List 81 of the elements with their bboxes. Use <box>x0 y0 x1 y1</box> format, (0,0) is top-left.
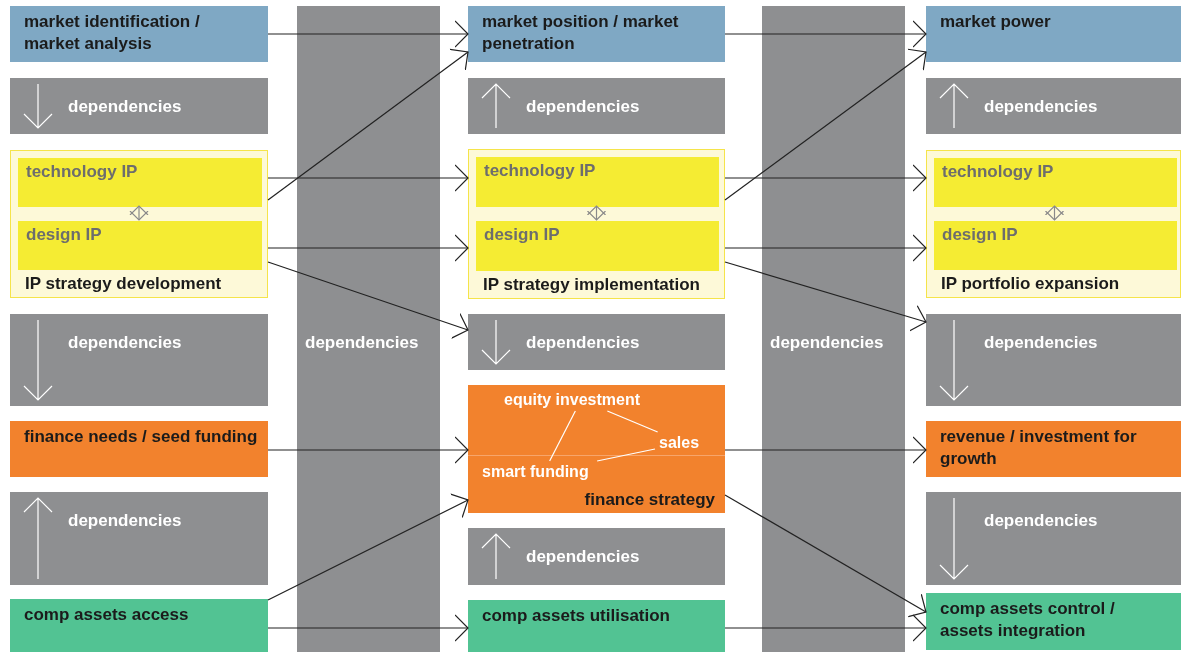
double-arrow <box>129 205 149 221</box>
node-text: equity investment <box>504 390 641 410</box>
node-text: IP strategy implementation <box>483 274 700 296</box>
node-text: IP strategy development <box>25 273 222 295</box>
node-text: smart funding <box>482 462 589 482</box>
arrow <box>267 493 469 601</box>
node-text: dependencies <box>526 332 640 354</box>
arrow <box>724 614 927 642</box>
node-text: technology IP <box>26 161 138 183</box>
ip-box <box>476 157 719 207</box>
dependency-box <box>926 314 1181 406</box>
ip-box <box>934 221 1177 270</box>
double-arrow <box>1044 205 1065 221</box>
node-text: comp assets utilisation <box>482 605 671 627</box>
ip-box <box>18 158 262 207</box>
node-text: comp assets control / assets integration <box>940 598 1116 642</box>
node-text: market power <box>940 11 1052 33</box>
connector-line <box>596 448 656 462</box>
arrow <box>724 494 927 618</box>
assets-box <box>468 600 725 652</box>
node-text: revenue / investment for growth <box>940 426 1138 470</box>
node-text: design IP <box>26 224 102 246</box>
ip-box <box>18 221 262 270</box>
node-text: IP portfolio expansion <box>941 273 1120 295</box>
node-text: technology IP <box>484 160 596 182</box>
node-text: dependencies <box>526 96 640 118</box>
connector-line <box>549 410 576 462</box>
dependency-box <box>10 314 268 406</box>
arrow <box>724 261 927 332</box>
dependency-box <box>926 78 1181 134</box>
arrow <box>267 48 469 201</box>
arrow <box>267 261 469 339</box>
node-text: dependencies <box>984 332 1098 354</box>
arrow <box>724 20 927 48</box>
arrow <box>267 614 469 642</box>
dependency-box <box>926 492 1181 585</box>
node-text: dependencies <box>526 546 640 568</box>
market-box <box>926 6 1181 62</box>
arrow <box>724 234 927 262</box>
node-text: finance strategy <box>584 489 715 511</box>
node-text: design IP <box>484 224 560 246</box>
dependency-box <box>468 314 725 370</box>
assets-box <box>10 599 268 652</box>
connector-line <box>606 410 659 433</box>
node-text: design IP <box>942 224 1018 246</box>
node-text: dependencies <box>68 332 182 354</box>
node-text: technology IP <box>942 161 1054 183</box>
ip-strategy-panel <box>10 150 268 298</box>
ip-strategy-panel <box>468 149 725 299</box>
arrow <box>267 436 469 464</box>
ip-box <box>476 221 719 271</box>
band-label: dependencies <box>305 332 419 354</box>
node-text: sales <box>659 433 700 453</box>
market-box <box>468 6 725 62</box>
dependency-box <box>10 78 268 134</box>
ip-box <box>934 158 1177 207</box>
assets-box <box>926 593 1181 650</box>
finance-box <box>468 385 725 513</box>
node-text: comp assets access <box>24 604 190 626</box>
arrow <box>267 164 469 192</box>
finance-box <box>926 421 1181 477</box>
dependency-box <box>10 492 268 585</box>
arrow <box>724 48 927 201</box>
node-text: dependencies <box>68 510 182 532</box>
node-text: market position / market penetration <box>482 11 680 55</box>
arrow <box>267 234 469 262</box>
node-text: dependencies <box>68 96 182 118</box>
dependency-box <box>468 528 725 585</box>
node-text: dependencies <box>984 510 1098 532</box>
ip-strategy-panel <box>926 150 1181 298</box>
market-box <box>10 6 268 62</box>
arrow <box>267 20 469 48</box>
node-text: dependencies <box>984 96 1098 118</box>
finance-box <box>10 421 268 477</box>
double-arrow <box>586 205 607 221</box>
node-text: market identification / market analysis <box>24 11 201 55</box>
band-label: dependencies <box>770 332 884 354</box>
dependency-box <box>468 78 725 134</box>
arrow <box>724 436 927 464</box>
arrow <box>724 164 927 192</box>
node-text: finance needs / seed funding <box>24 426 259 448</box>
